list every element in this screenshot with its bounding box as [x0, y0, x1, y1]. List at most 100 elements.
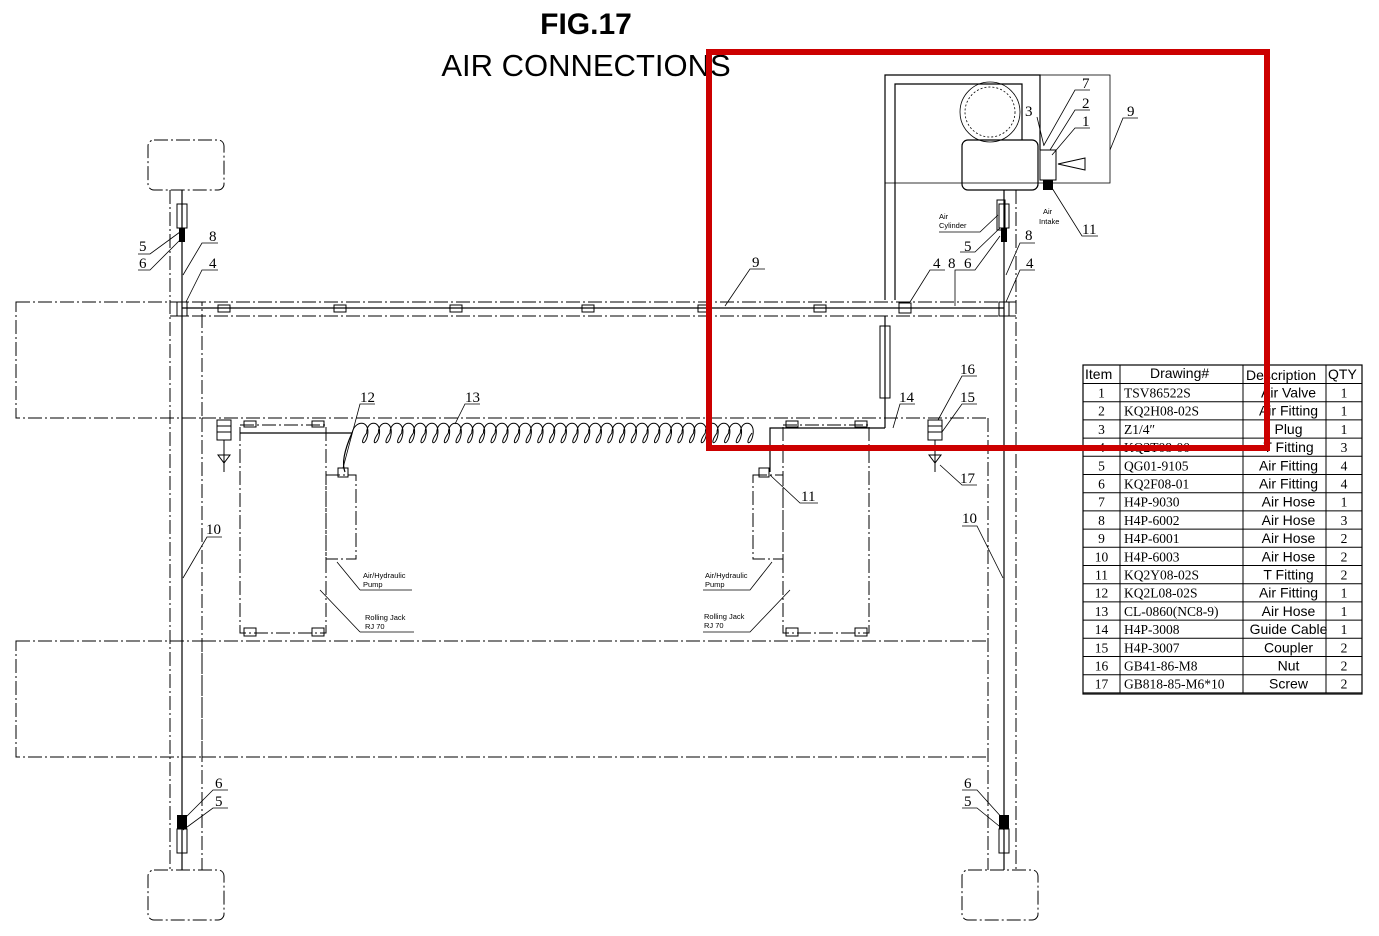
- table-cell-description: Air Hose: [1262, 548, 1316, 564]
- pump-left: [325, 474, 357, 560]
- leader: [962, 789, 1005, 821]
- leader: [319, 589, 414, 633]
- table-header-drawing: Drawing#: [1150, 365, 1209, 381]
- note-air-cylinder-2: Cylinder: [939, 221, 967, 230]
- t-fitting-center: [898, 302, 912, 314]
- table-cell-description: T Fitting: [1263, 567, 1313, 583]
- table-cell-qty: 1: [1341, 622, 1348, 637]
- hose-clip: [333, 304, 347, 313]
- table-cell-qty: 2: [1341, 549, 1348, 564]
- table-cell-description: Air Hose: [1262, 530, 1316, 546]
- air-valve-assembly: [884, 74, 1111, 231]
- callout-valve-7: 7: [1082, 76, 1090, 92]
- note-air-intake-2: Intake: [1039, 217, 1059, 226]
- base-bottom-right: [961, 869, 1039, 921]
- leader: [182, 807, 228, 831]
- leader: [138, 239, 181, 271]
- table-cell-drawing: H4P-3008: [1124, 622, 1180, 637]
- parts-table-grid: [1083, 365, 1362, 694]
- table-cell-drawing: QG01-9105: [1124, 458, 1189, 473]
- leader: [1005, 242, 1035, 276]
- callout-nut-16: 16: [960, 362, 976, 378]
- leader: [138, 231, 181, 255]
- callout-top-right-4: 4: [1026, 256, 1034, 272]
- table-cell-item: 13: [1095, 604, 1109, 619]
- leader: [1049, 109, 1090, 151]
- note-pump-left-2: Pump: [363, 580, 383, 589]
- coupler-right: [927, 419, 943, 441]
- table-cell-qty: 2: [1341, 568, 1348, 583]
- table-cell-item: 8: [1098, 513, 1105, 528]
- table-cell-drawing: H4P-9030: [1124, 495, 1180, 510]
- table-cell-drawing: CL-0860(NC8-9): [1124, 604, 1219, 619]
- leader: [336, 561, 412, 591]
- table-cell-qty: 2: [1341, 659, 1348, 674]
- table-cell-description: Air Fitting: [1259, 476, 1318, 492]
- highlight-box: [706, 49, 1270, 451]
- leader: [939, 214, 999, 233]
- leader: [954, 269, 960, 306]
- table-cell-description: Air Hose: [1262, 494, 1316, 510]
- couplers: [216, 419, 943, 472]
- post-bases: [147, 139, 1039, 921]
- t-fitting-right: [998, 301, 1010, 317]
- callout-cyl-4: 4: [933, 256, 941, 272]
- hose-clip: [813, 304, 827, 313]
- table-cell-item: 16: [1095, 659, 1109, 674]
- note-air-cylinder-1: Air: [939, 212, 949, 221]
- table-cell-item: 9: [1098, 531, 1105, 546]
- leader: [1109, 117, 1138, 151]
- callout-bottom-left-6: 6: [215, 776, 223, 792]
- jack-wheel: [243, 420, 257, 428]
- base-bottom-left: [147, 869, 225, 921]
- table-cell-qty: 3: [1341, 513, 1348, 528]
- t-fitting-11: [758, 467, 770, 478]
- table-cell-qty: 2: [1341, 640, 1348, 655]
- callout-tfit-11: 11: [801, 489, 815, 505]
- table-cell-drawing: KQ2Y08-02S: [1124, 568, 1199, 583]
- note-jack-right-1: Rolling Jack: [704, 612, 745, 621]
- table-cell-qty: 3: [1341, 440, 1348, 455]
- leader: [182, 789, 228, 821]
- callout-top-left-8: 8: [209, 229, 217, 245]
- table-header-qty: QTY: [1328, 366, 1357, 382]
- table-cell-item: 7: [1098, 495, 1105, 510]
- table-cell-description: Air Fitting: [1259, 403, 1318, 419]
- coiled-air-hose: [351, 422, 754, 444]
- table-cell-item: 15: [1095, 640, 1109, 655]
- leader: [962, 807, 1005, 831]
- fitting-top-right-nut: [1001, 228, 1007, 242]
- valve-panel: [884, 74, 1111, 184]
- callout-top-left-4: 4: [209, 256, 217, 272]
- hose-clip: [581, 304, 595, 313]
- table-cell-qty: 1: [1341, 386, 1348, 401]
- valve-fitting: [1039, 149, 1057, 181]
- callout-top-9: 9: [752, 255, 760, 271]
- table-cell-qty: 1: [1341, 586, 1348, 601]
- callout-screw-17: 17: [960, 471, 976, 487]
- fitting-bottom-left: [176, 828, 188, 854]
- note-pump-right-2: Pump: [705, 580, 725, 589]
- table-cell-description: Plug: [1274, 421, 1302, 437]
- figure-number: FIG.17: [540, 8, 632, 41]
- table-cell-drawing: H4P-3007: [1124, 640, 1180, 655]
- callout-valve-9: 9: [1127, 104, 1135, 120]
- callout-numbers: 5 6 8 4 9 4 8 5 6 8 4 7 3 2 1 9 11 12 13…: [139, 76, 1135, 810]
- leader: [182, 242, 218, 276]
- table-cell-qty: 2: [1341, 531, 1348, 546]
- table-cell-item: 11: [1095, 568, 1108, 583]
- guide-cable-hose: [769, 427, 885, 472]
- leader: [892, 403, 915, 429]
- fitting-bottom-right: [998, 828, 1010, 854]
- table-cell-description: Screw: [1269, 676, 1309, 692]
- table-cell-drawing: KQ2F08-01: [1124, 477, 1189, 492]
- valve-body: [961, 139, 1039, 191]
- rolling-jacks: [239, 420, 870, 637]
- lift-frame: [15, 190, 1017, 870]
- table-cell-item: 12: [1095, 586, 1109, 601]
- table-cell-drawing: H4P-6002: [1124, 513, 1180, 528]
- air-fitting-12: [337, 467, 349, 478]
- callout-bottom-right-6: 6: [964, 776, 972, 792]
- leader: [342, 403, 375, 469]
